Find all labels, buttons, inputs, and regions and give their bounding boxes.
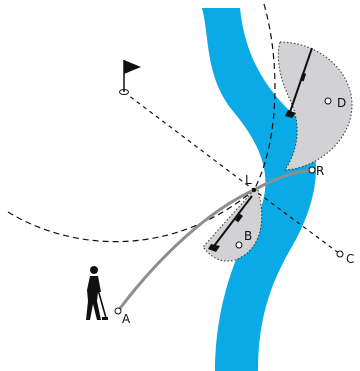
drop-zone-d (277, 41, 353, 171)
point-c-marker (336, 250, 344, 258)
flag-icon (119, 60, 141, 95)
point-b-marker (235, 241, 243, 249)
label-c: C (346, 252, 354, 266)
point-d-marker (324, 97, 332, 105)
measure-stick-d (285, 47, 313, 118)
point-a-marker (114, 307, 122, 315)
water-hazard (202, 8, 317, 371)
label-b: B (244, 229, 252, 243)
label-l: L (245, 173, 252, 187)
drop-zone-b (202, 189, 263, 262)
dashed-arc-lower (7, 189, 255, 243)
golfer-icon (86, 266, 108, 320)
ball-path (116, 168, 313, 312)
label-d: D (337, 96, 346, 110)
point-r-marker (308, 166, 316, 174)
measure-stick-b (208, 195, 253, 252)
dashed-arc-upper (253, 3, 276, 191)
point-l-marker (251, 187, 257, 193)
label-a: A (122, 312, 131, 326)
label-r: R (316, 164, 324, 178)
